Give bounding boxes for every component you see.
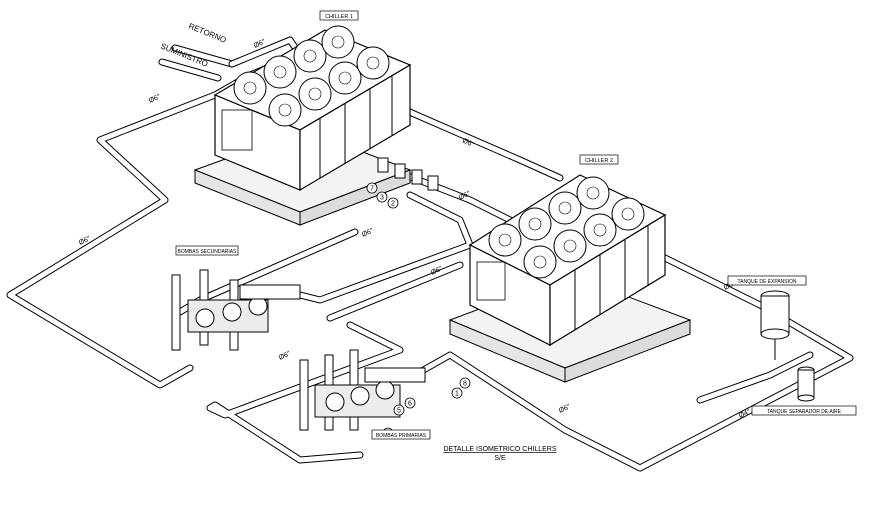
pipe-size-label-10: Ø4" — [738, 408, 752, 420]
pipe-size-label-11: Ø6" — [723, 280, 737, 292]
air-separator-label: TANQUE SEPARADOR DE AIRE — [767, 409, 842, 415]
callout-7: 7 — [370, 186, 374, 193]
pipe-size-label-6: Ø6" — [361, 227, 375, 239]
pipe-network — [6, 36, 854, 472]
drawing-scale: S/E — [494, 455, 506, 462]
expansion-tank-label: TANQUE DE EXPANSION — [738, 279, 797, 285]
pipe-size-label-2: Ø6" — [148, 93, 162, 105]
pipe-size-label-4: Ø6" — [461, 137, 475, 149]
primary-pumps-skid — [299, 349, 426, 431]
pipe-size-label-5: Ø6" — [458, 190, 472, 202]
callout-8: 8 — [463, 381, 467, 388]
primary-pumps-label: BOMBAS PRIMARIAS — [376, 433, 427, 439]
chiller-1-label: CHILLER 1 — [325, 14, 353, 20]
callout-6: 6 — [408, 401, 412, 408]
chiller-2-label: CHILLER 2 — [585, 158, 613, 164]
chiller-1-side — [299, 63, 411, 192]
pipe-size-label-7: Ø6" — [430, 265, 444, 277]
expansion-tank — [760, 290, 790, 360]
chiller-1-fans — [233, 25, 390, 127]
chiller-2-fans — [488, 176, 645, 279]
secondary-pumps-label: BOMBAS SECUNDARIAS — [178, 249, 238, 255]
callout-2: 2 — [391, 201, 395, 208]
callout-3: 3 — [380, 195, 384, 202]
pipe-size-label-9: Ø6" — [558, 403, 572, 415]
chiller-2-side — [549, 213, 666, 347]
chiller-1 — [193, 25, 412, 226]
pipe-size-label-1: Ø6" — [253, 38, 267, 50]
callout-5: 5 — [397, 408, 401, 415]
pipe-size-label-3: Ø6" — [78, 235, 92, 247]
callout-1: 1 — [455, 391, 459, 398]
air-separator-tank — [797, 366, 815, 402]
chiller-2 — [448, 174, 692, 383]
pipe-size-label-8: Ø6" — [278, 350, 292, 362]
valve-cluster — [377, 157, 439, 191]
drawing-title: DETALLE ISOMETRICO CHILLERS — [443, 446, 556, 453]
secondary-pumps-skid — [171, 269, 301, 351]
return-label: RETORNO — [187, 22, 227, 45]
